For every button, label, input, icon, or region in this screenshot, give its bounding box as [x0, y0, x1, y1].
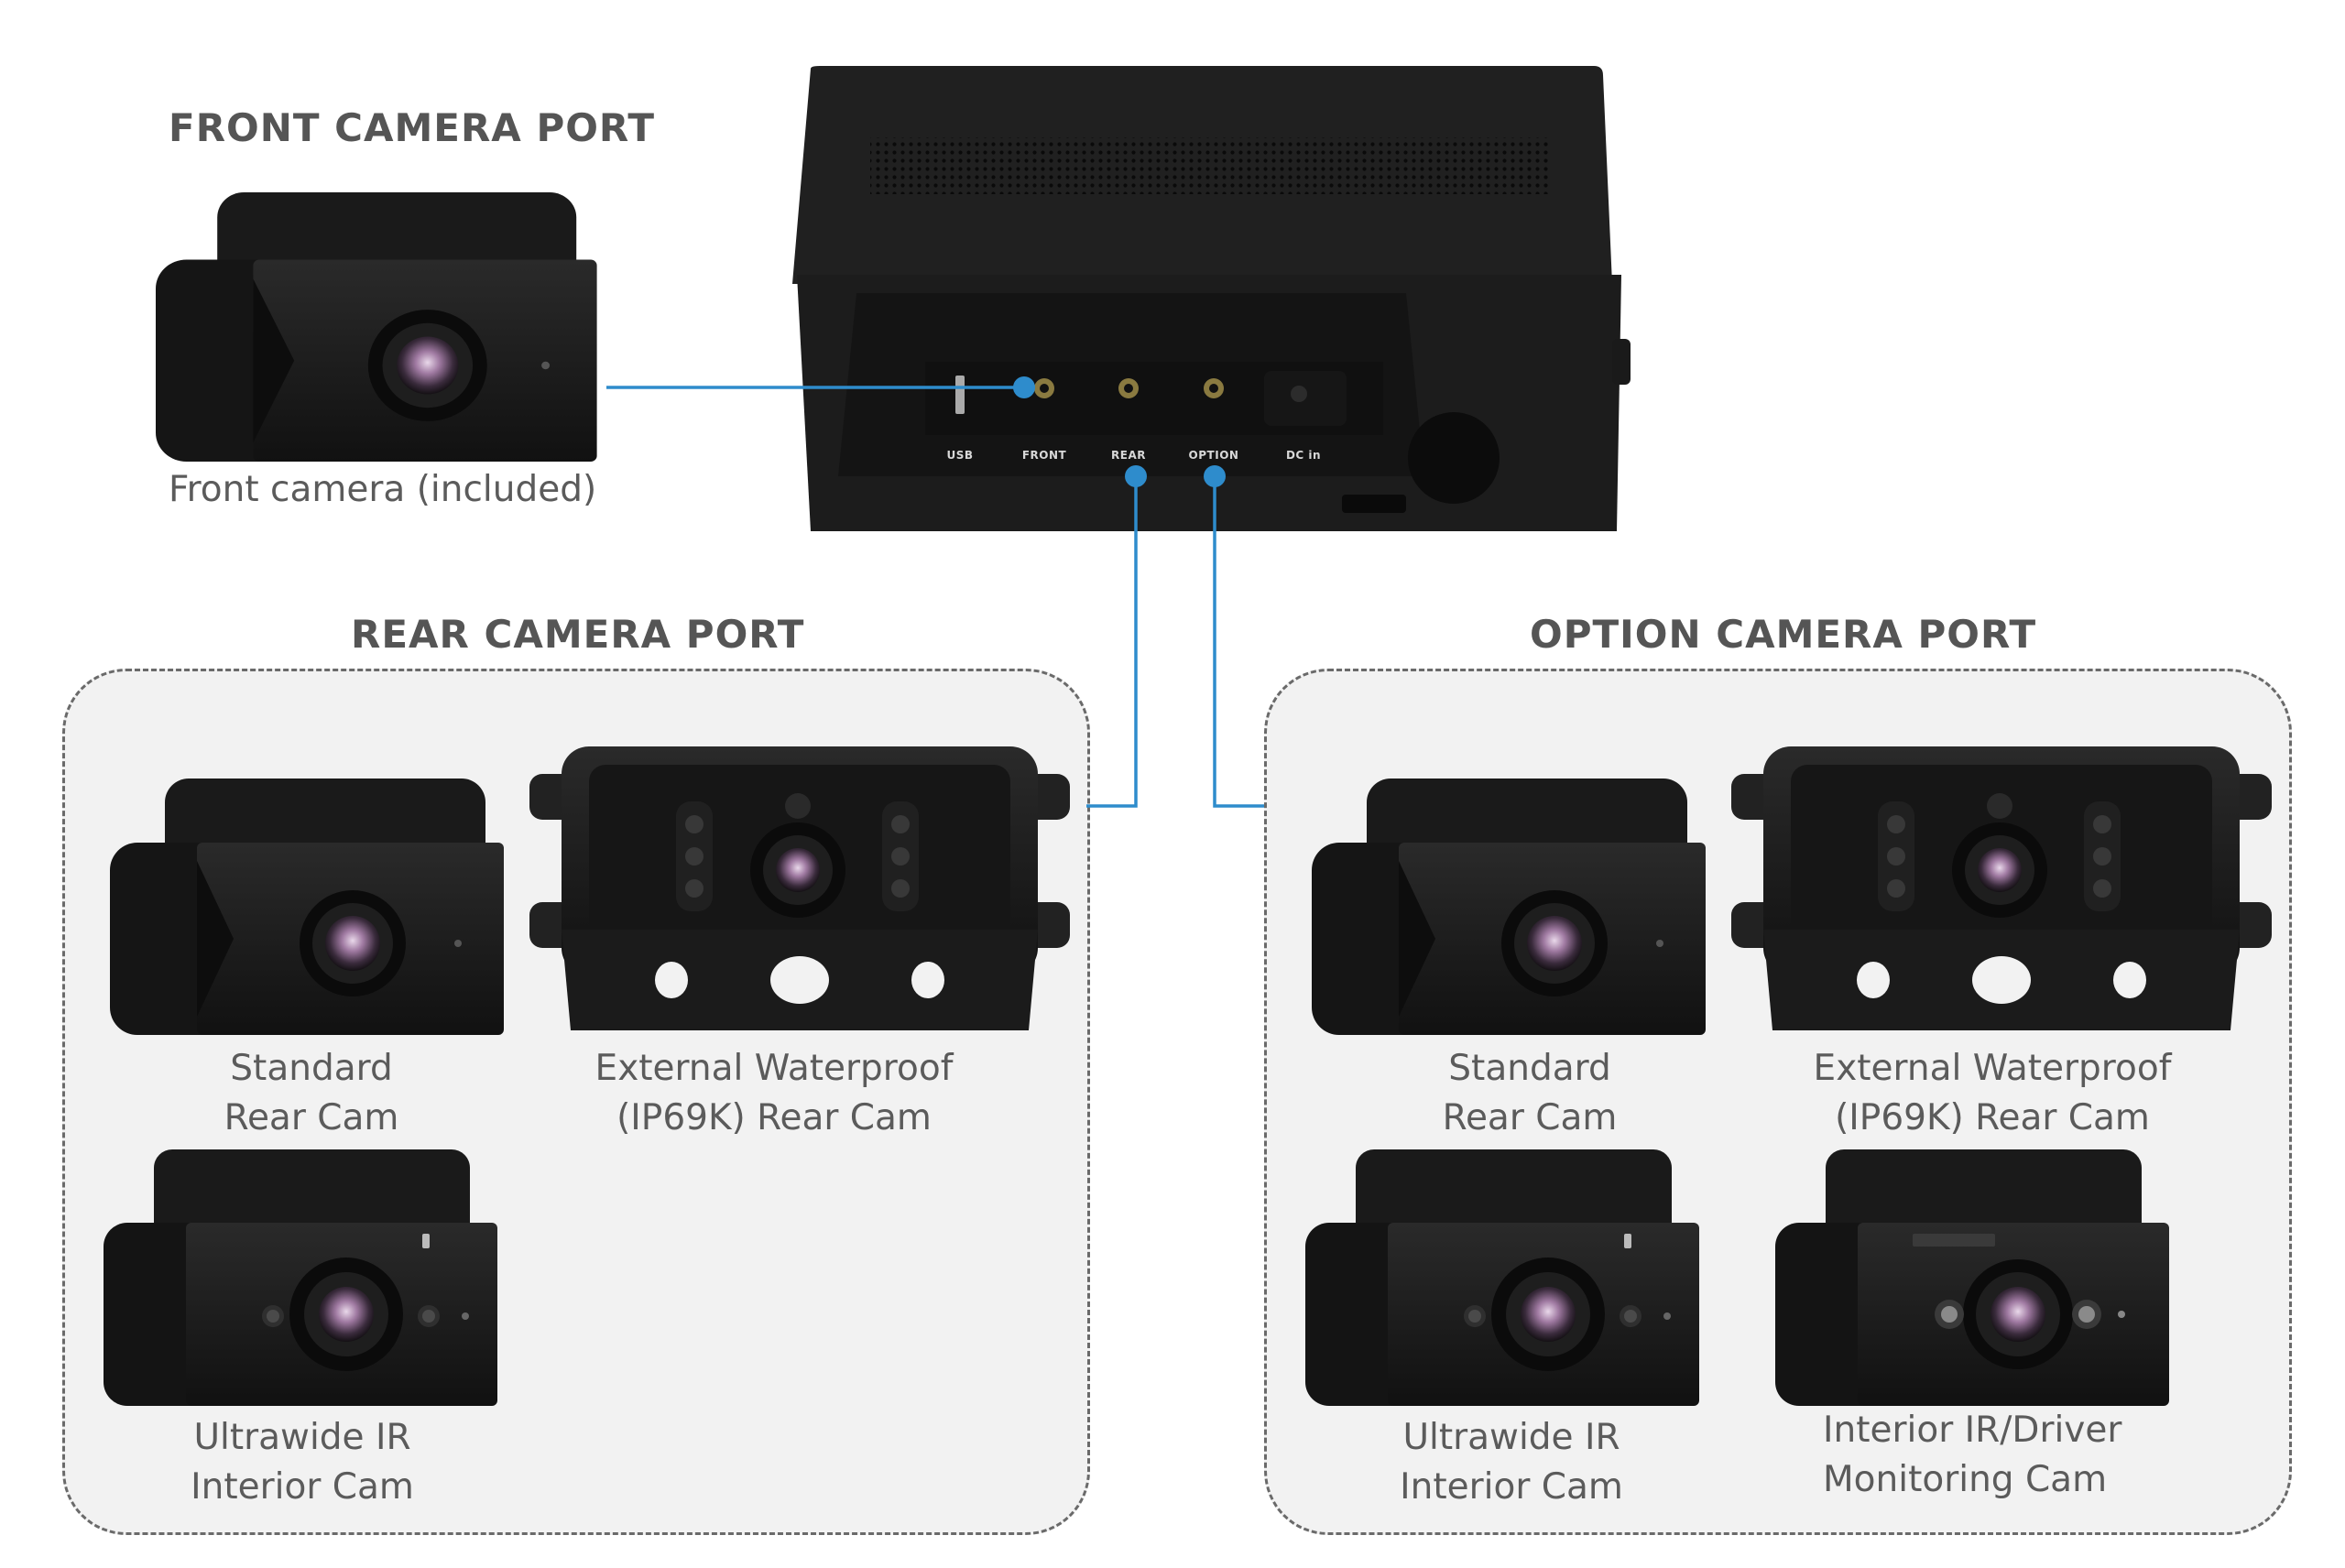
caption-line: Standard	[1448, 1048, 1611, 1089]
rear-ultrawide-ir-cam	[104, 1149, 497, 1406]
rear-port	[1118, 378, 1139, 398]
caption-line: External Waterproof	[594, 1048, 954, 1089]
port-label-option: OPTION	[1188, 449, 1239, 462]
connector-lines	[606, 386, 1264, 808]
caption-line: Rear Cam	[1442, 1097, 1618, 1138]
rear-ultrawide-caption: Ultrawide IR Interior Cam	[165, 1413, 440, 1512]
port-label-dc-in: DC in	[1285, 449, 1322, 462]
caption-line: Ultrawide IR	[193, 1417, 411, 1458]
caption-line: (IP69K) Rear Cam	[1835, 1097, 2150, 1138]
port-label-usb: USB	[946, 449, 974, 462]
front-camera	[156, 192, 597, 462]
caption-line: Rear Cam	[224, 1097, 399, 1138]
port-label-rear: REAR	[1111, 449, 1146, 462]
option-ultrawide-ir-cam	[1305, 1149, 1699, 1406]
caption-line: Interior Cam	[191, 1466, 414, 1508]
caption-line: External Waterproof	[1813, 1048, 2172, 1089]
rear-port-heading: REAR CAMERA PORT	[351, 612, 805, 657]
option-waterproof-caption: External Waterproof (IP69K) Rear Cam	[1805, 1044, 2180, 1143]
rear-standard-cam	[110, 779, 504, 1035]
caption-line: Monitoring Cam	[1823, 1459, 2108, 1500]
option-dms-caption: Interior IR/Driver Monitoring Cam	[1823, 1406, 2134, 1505]
front-connector-dot	[1013, 376, 1035, 398]
rear-waterproof-cam	[529, 746, 1070, 1030]
option-connector-line	[1213, 476, 1264, 808]
option-standard-caption: Standard Rear Cam	[1392, 1044, 1667, 1143]
option-ultrawide-caption: Ultrawide IR Interior Cam	[1374, 1413, 1649, 1512]
option-port-heading: OPTION CAMERA PORT	[1530, 612, 2037, 657]
caption-line: Interior IR/Driver	[1823, 1410, 2122, 1451]
option-standard-cam	[1312, 779, 1706, 1035]
rear-connector-dot	[1125, 465, 1147, 487]
rear-standard-caption: Standard Rear Cam	[174, 1044, 449, 1143]
caption-line: Interior Cam	[1400, 1466, 1623, 1508]
front-port-heading: FRONT CAMERA PORT	[169, 105, 656, 150]
caption-line: Ultrawide IR	[1402, 1417, 1620, 1458]
caption-line: (IP69K) Rear Cam	[616, 1097, 932, 1138]
main-unit	[792, 66, 1631, 531]
option-port	[1204, 378, 1224, 398]
rear-connector-line	[1086, 476, 1138, 808]
caption-line: Standard	[230, 1048, 393, 1089]
option-connector-dot	[1204, 465, 1226, 487]
option-dms-cam	[1775, 1149, 2169, 1406]
front-camera-caption: Front camera (included)	[169, 469, 597, 510]
front-port	[1034, 378, 1054, 398]
option-waterproof-cam	[1731, 746, 2272, 1030]
rear-waterproof-caption: External Waterproof (IP69K) Rear Cam	[586, 1044, 962, 1143]
port-label-front: FRONT	[1021, 449, 1067, 462]
